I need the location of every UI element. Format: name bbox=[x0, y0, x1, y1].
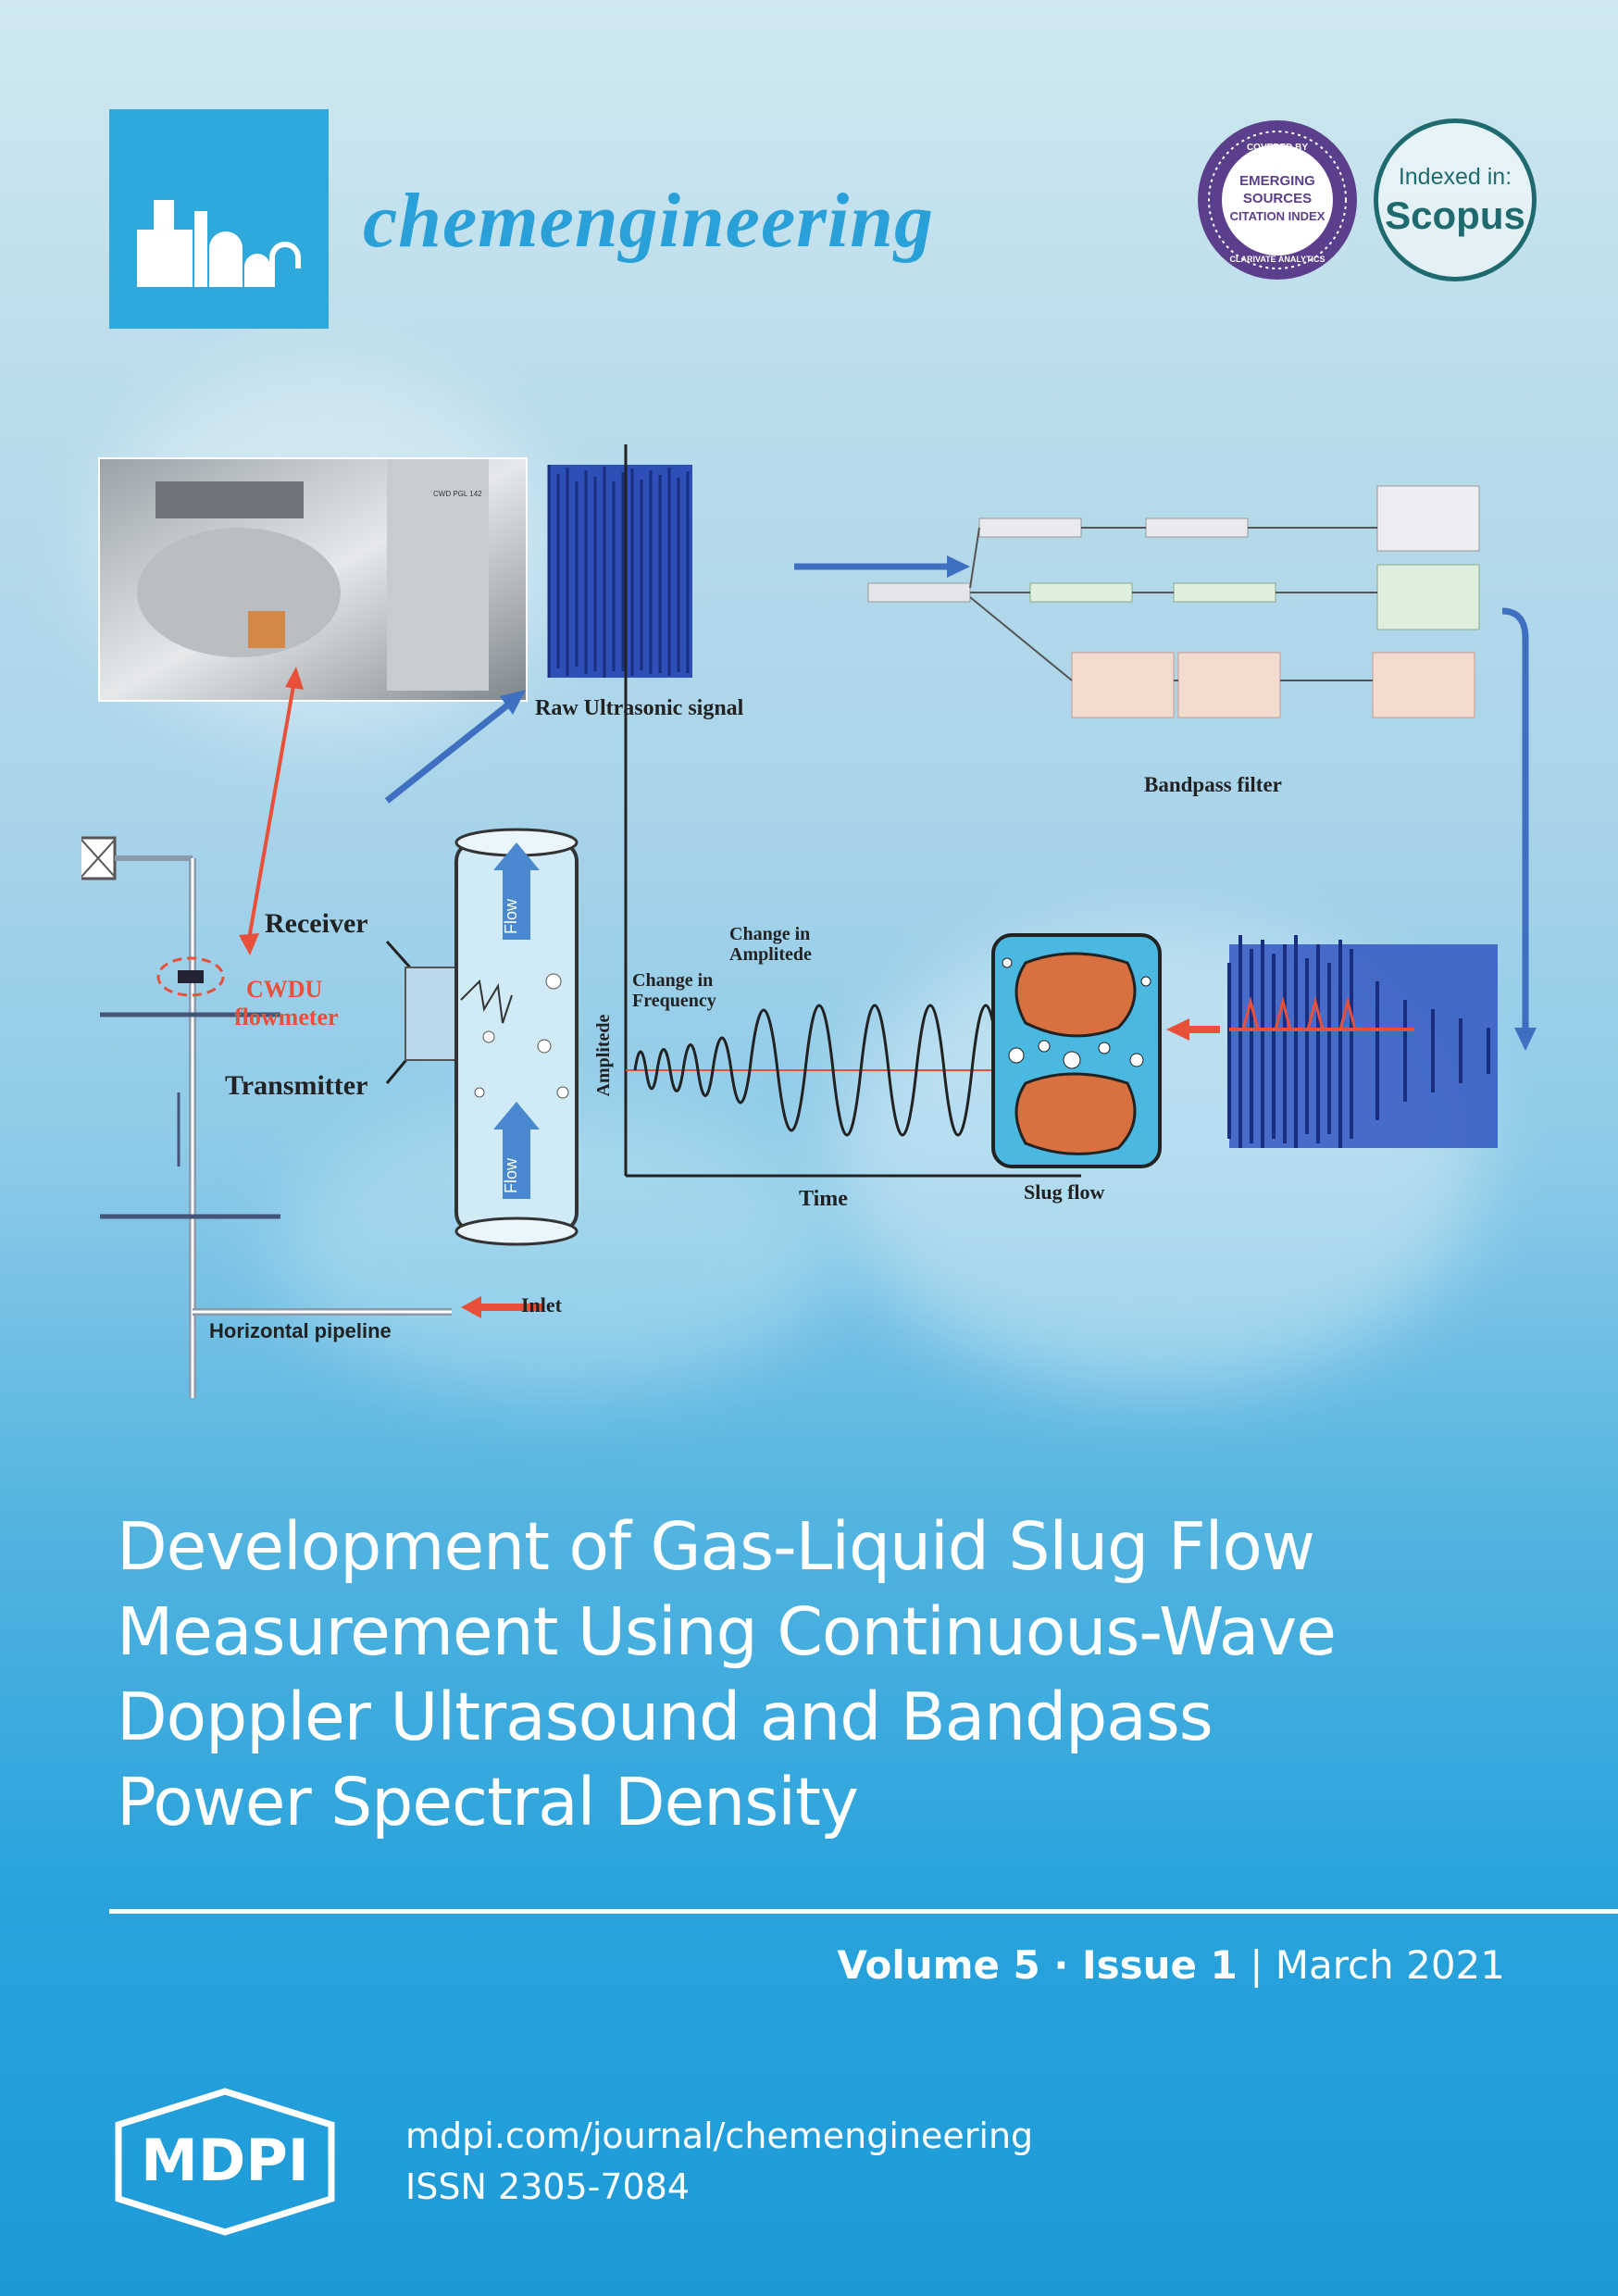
svg-text:MDPI: MDPI bbox=[141, 2127, 309, 2194]
svg-text:Flow: Flow bbox=[502, 1157, 520, 1193]
svg-text:flowmeter: flowmeter bbox=[234, 1004, 339, 1030]
svg-text:CWD PGL 142: CWD PGL 142 bbox=[433, 490, 482, 498]
journal-url[interactable]: mdpi.com/journal/chemengineering bbox=[405, 2115, 1034, 2156]
svg-text:Receiver: Receiver bbox=[265, 908, 368, 939]
scopus-badge: Indexed in: Scopus bbox=[1374, 119, 1537, 281]
factory-icon bbox=[137, 200, 301, 287]
slug-flow-diagram: Slug flow bbox=[991, 933, 1162, 1204]
svg-text:Inlet: Inlet bbox=[521, 1293, 563, 1316]
title-line-3: Doppler Ultrasound and Bandpass bbox=[117, 1678, 1214, 1755]
bandpass-filter-diagram: Bandpass filter bbox=[867, 485, 1480, 796]
issue-bar: | bbox=[1237, 1942, 1276, 1988]
svg-text:Change in: Change in bbox=[729, 924, 810, 944]
svg-text:Change in: Change in bbox=[632, 970, 713, 991]
mdpi-logo: MDPI bbox=[109, 2088, 341, 2236]
svg-text:Flow: Flow bbox=[502, 898, 520, 934]
title-line-1: Development of Gas-Liquid Slug Flow bbox=[117, 1508, 1315, 1585]
graphical-abstract: CWD PGL 142 Raw Ultrasonic signal bbox=[81, 444, 1537, 1398]
svg-text:SOURCES: SOURCES bbox=[1243, 191, 1312, 206]
svg-text:CWDU: CWDU bbox=[246, 976, 323, 1003]
flow-arrows bbox=[239, 555, 1537, 1051]
svg-text:Amplitede: Amplitede bbox=[729, 944, 812, 965]
issue-info: Volume 5 · Issue 1 | March 2021 bbox=[837, 1942, 1505, 1988]
svg-text:Raw Ultrasonic signal: Raw Ultrasonic signal bbox=[535, 696, 744, 720]
volume-label: Volume 5 bbox=[837, 1942, 1040, 1988]
scopus-indexed-label: Indexed in: bbox=[1398, 164, 1512, 190]
article-title: Development of Gas-Liquid Slug Flow Meas… bbox=[117, 1504, 1542, 1845]
svg-text:Horizontal pipeline: Horizontal pipeline bbox=[209, 1319, 392, 1342]
issue-date: March 2021 bbox=[1275, 1942, 1505, 1988]
svg-text:Bandpass filter: Bandpass filter bbox=[1144, 773, 1282, 796]
svg-text:Slug flow: Slug flow bbox=[1024, 1180, 1105, 1204]
svg-text:Transmitter: Transmitter bbox=[225, 1070, 367, 1101]
svg-text:CITATION INDEX: CITATION INDEX bbox=[1230, 209, 1326, 223]
vertical-pipe-section: Flow Flow bbox=[404, 828, 579, 1246]
raw-ultrasonic-signal: Raw Ultrasonic signal bbox=[535, 465, 744, 720]
lab-photo: CWD PGL 142 bbox=[98, 457, 528, 702]
scopus-name: Scopus bbox=[1385, 193, 1525, 237]
journal-title: chemengineering bbox=[363, 178, 934, 264]
issue-separator: · bbox=[1039, 1942, 1082, 1988]
pipeline-schematic: Inlet Horizontal pipeline bbox=[81, 836, 563, 1398]
svg-text:Time: Time bbox=[799, 1187, 848, 1211]
filtered-signal bbox=[1227, 935, 1498, 1148]
svg-text:EMERGING: EMERGING bbox=[1239, 173, 1315, 189]
svg-text:Amplitede: Amplitede bbox=[593, 1014, 614, 1096]
title-line-2: Measurement Using Continuous-Wave bbox=[117, 1593, 1337, 1670]
journal-logo bbox=[109, 109, 329, 329]
sensor-labels: Receiver CWDU flowmeter Transmitter bbox=[225, 908, 412, 1101]
svg-text:CLARIVATE ANALYTICS: CLARIVATE ANALYTICS bbox=[1229, 255, 1325, 264]
title-line-4: Power Spectral Density bbox=[117, 1764, 859, 1841]
esci-badge: COVERED BY EMERGING SOURCES CITATION IND… bbox=[1196, 119, 1359, 281]
divider bbox=[109, 1909, 1618, 1914]
svg-text:Frequency: Frequency bbox=[632, 991, 716, 1011]
svg-text:COVERED BY: COVERED BY bbox=[1247, 143, 1308, 153]
issn: ISSN 2305-7084 bbox=[405, 2166, 691, 2207]
issue-label: Issue 1 bbox=[1082, 1942, 1238, 1988]
